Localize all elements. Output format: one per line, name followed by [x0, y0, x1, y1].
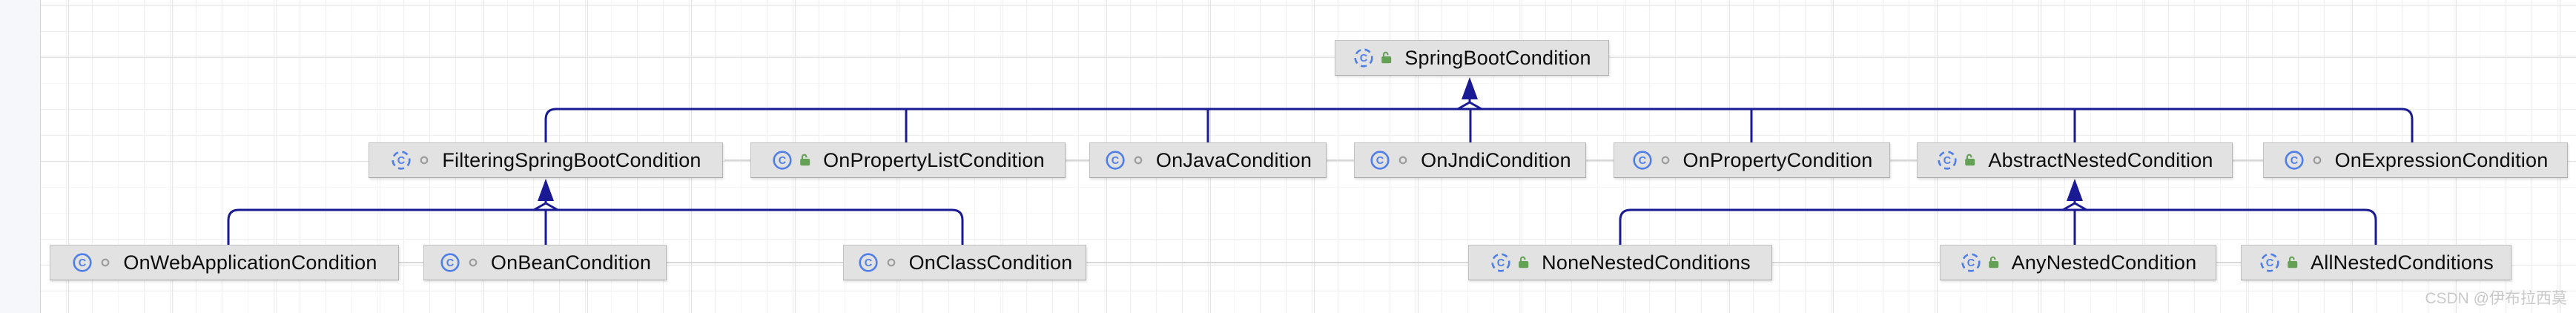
package-private-visibility-icon: [1396, 154, 1410, 167]
package-private-visibility-icon: [885, 256, 898, 269]
package-private-visibility-icon: [1659, 154, 1672, 167]
class-icon: C: [2283, 149, 2305, 171]
package-private-visibility-icon: [99, 256, 112, 269]
class-node-FilteringSpringBootCondition[interactable]: C FilteringSpringBootCondition: [369, 142, 723, 178]
class-name-label: OnJndiCondition: [1421, 148, 1571, 171]
class-node-OnPropertyCondition[interactable]: C OnPropertyCondition: [1614, 142, 1890, 178]
inheritance-edge-SpringBootCondition: [544, 77, 2414, 142]
public-visibility-lock-icon: [1517, 256, 1530, 269]
public-visibility-lock-icon: [1964, 154, 1977, 167]
class-name-label: AnyNestedCondition: [2011, 251, 2197, 274]
class-node-AnyNestedCondition[interactable]: C AnyNestedCondition: [1940, 245, 2216, 280]
class-name-label: SpringBootCondition: [1404, 46, 1591, 69]
svg-text:C: C: [1112, 155, 1120, 167]
class-node-OnClassCondition[interactable]: C OnClassCondition: [843, 245, 1086, 280]
package-private-visibility-icon: [466, 256, 480, 269]
svg-text:C: C: [446, 257, 455, 269]
class-node-AllNestedConditions[interactable]: C AllNestedConditions: [2241, 245, 2511, 280]
csdn-watermark: CSDN @伊布拉西莫: [2425, 290, 2567, 307]
class-name-label: NoneNestedConditions: [1542, 251, 1751, 274]
svg-text:C: C: [1966, 257, 1975, 269]
svg-text:C: C: [1360, 53, 1368, 65]
public-visibility-lock-icon: [1380, 51, 1393, 65]
canvas-left-gutter: [0, 0, 41, 313]
svg-text:C: C: [2266, 257, 2274, 269]
package-private-visibility-icon: [2311, 154, 2324, 167]
class-name-label: OnJavaCondition: [1155, 148, 1312, 171]
abstract-class-icon: C: [1353, 47, 1375, 69]
inheritance-arrowhead: [538, 179, 554, 201]
class-node-NoneNestedConditions[interactable]: C NoneNestedConditions: [1468, 245, 1772, 280]
class-node-OnExpressionCondition[interactable]: C OnExpressionCondition: [2263, 142, 2568, 178]
package-private-visibility-icon: [1132, 154, 1145, 167]
class-icon: C: [71, 251, 93, 274]
class-node-OnBeanCondition[interactable]: C OnBeanCondition: [423, 245, 667, 280]
public-visibility-lock-icon: [1987, 256, 2001, 269]
svg-text:C: C: [1497, 257, 1505, 269]
public-visibility-lock-icon: [799, 154, 812, 167]
class-name-label: OnClassCondition: [908, 251, 1073, 274]
class-name-label: FilteringSpringBootCondition: [442, 148, 701, 171]
class-name-label: OnPropertyCondition: [1682, 148, 1873, 171]
inheritance-arrowhead: [2067, 179, 2083, 201]
class-node-OnJavaCondition[interactable]: C OnJavaCondition: [1089, 142, 1327, 178]
svg-text:C: C: [1638, 155, 1646, 167]
class-icon: C: [857, 251, 879, 274]
class-icon: C: [771, 149, 793, 171]
class-node-OnWebApplicationCondition[interactable]: C OnWebApplicationCondition: [50, 245, 399, 280]
class-name-label: AllNestedConditions: [2311, 251, 2494, 274]
abstract-class-icon: C: [2259, 251, 2281, 274]
class-node-OnJndiCondition[interactable]: C OnJndiCondition: [1354, 142, 1586, 178]
abstract-class-icon: C: [1960, 251, 1982, 274]
inheritance-edge-FilteringSpringBootCondition: [227, 179, 964, 245]
class-name-label: AbstractNestedCondition: [1988, 148, 2213, 171]
package-private-visibility-icon: [417, 154, 431, 167]
svg-text:C: C: [79, 257, 87, 269]
inheritance-arrowhead: [1462, 77, 1478, 99]
class-name-label: OnExpressionCondition: [2334, 148, 2549, 171]
class-name-label: OnPropertyListCondition: [823, 148, 1045, 171]
abstract-class-icon: C: [390, 149, 412, 171]
class-name-label: OnBeanCondition: [490, 251, 652, 274]
public-visibility-lock-icon: [2286, 256, 2299, 269]
svg-text:C: C: [397, 155, 406, 167]
class-node-OnPropertyListCondition[interactable]: C OnPropertyListCondition: [750, 142, 1066, 178]
abstract-class-icon: C: [1490, 251, 1512, 274]
class-node-AbstractNestedCondition[interactable]: C AbstractNestedCondition: [1917, 142, 2233, 178]
class-node-SpringBootCondition[interactable]: C SpringBootCondition: [1335, 40, 1609, 76]
class-icon: C: [439, 251, 461, 274]
svg-text:C: C: [1943, 155, 1952, 167]
svg-text:C: C: [2290, 155, 2298, 167]
class-icon: C: [1104, 149, 1126, 171]
inheritance-edge-AbstractNestedCondition: [1619, 179, 2377, 245]
class-icon: C: [1631, 149, 1654, 171]
svg-text:C: C: [779, 155, 787, 167]
class-name-label: OnWebApplicationCondition: [123, 251, 377, 274]
svg-text:C: C: [864, 257, 872, 269]
class-icon: C: [1369, 149, 1391, 171]
svg-text:C: C: [1376, 155, 1384, 167]
abstract-class-icon: C: [1936, 149, 1958, 171]
